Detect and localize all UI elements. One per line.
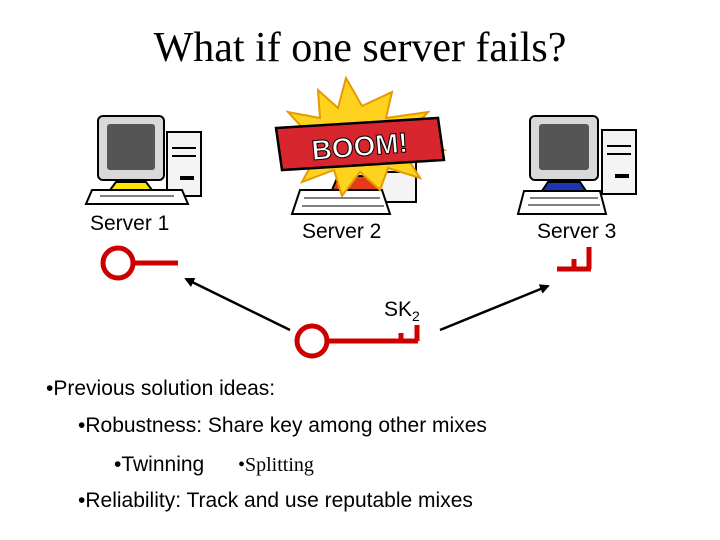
arrow-to-server-3 <box>439 284 550 332</box>
sk2-label: SK2 <box>384 298 420 324</box>
bullet-robustness: •Robustness: Share key among other mixes <box>78 414 487 437</box>
sk-label-subscript: 2 <box>412 308 420 325</box>
server-3-key-fragment-icon <box>557 247 592 272</box>
server-3-computer-icon <box>516 115 637 215</box>
arrow-to-server-1 <box>184 277 291 332</box>
server-1-computer-icon <box>84 115 202 205</box>
sk-label-main: SK <box>384 298 413 321</box>
bullet-splitting: •Splitting <box>238 454 314 476</box>
server-1-label: Server 1 <box>90 212 170 235</box>
bullet-twinning: •Twinning <box>114 453 205 476</box>
slide-title: What if one server fails? <box>153 25 567 71</box>
server-2-label: Server 2 <box>302 220 382 243</box>
sk2-key-icon <box>294 323 420 359</box>
explosion-burst-icon: BOOM! <box>274 75 448 199</box>
server-1-key-icon <box>100 245 178 281</box>
server-3-label: Server 3 <box>537 220 617 243</box>
bullet-reliability: •Reliability: Track and use reputable mi… <box>78 489 473 512</box>
bullet-previous-ideas: •Previous solution ideas: <box>46 377 276 400</box>
